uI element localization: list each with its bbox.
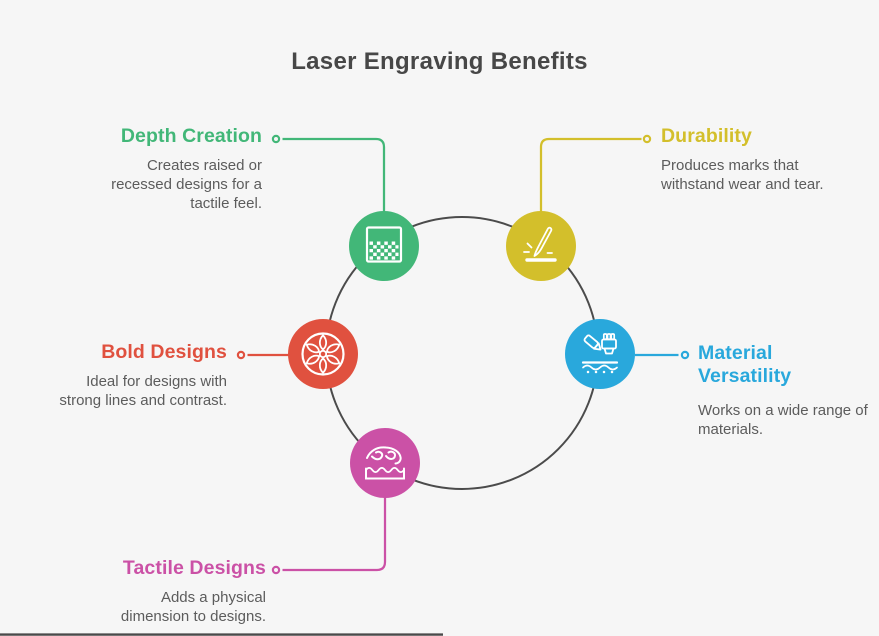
durability-dot xyxy=(642,134,652,144)
depth-creation-node xyxy=(349,211,419,281)
tactile-designs-label: Tactile Designs xyxy=(122,557,266,579)
bold-designs-description: Ideal for designs with strong lines and … xyxy=(59,373,227,409)
rosette-icon xyxy=(301,332,345,376)
hand-touch-icon xyxy=(365,446,405,480)
bold-designs-circle xyxy=(288,319,358,389)
durability-description: Produces marks that withstand wear and t… xyxy=(661,157,824,193)
bold-designs-label: Bold Designs xyxy=(101,341,227,363)
tactile-designs-description: Adds a physical dimension to designs. xyxy=(120,589,266,625)
connector-dots xyxy=(236,134,690,575)
bold-designs-node xyxy=(288,319,358,389)
halftone-depth-icon xyxy=(365,226,403,263)
material-versatility-node xyxy=(565,319,635,389)
material-versatility-label: Material Versatility xyxy=(698,342,792,387)
scratch-knife-icon xyxy=(523,226,557,262)
depth-creation-dot xyxy=(271,134,281,144)
tactile-designs-connector xyxy=(282,497,387,572)
engraver-tool-icon xyxy=(581,333,619,374)
material-versatility-description: Works on a wide range of materials. xyxy=(698,402,868,438)
connector-lines xyxy=(247,137,679,572)
durability-label: Durability xyxy=(661,125,752,147)
depth-creation-description: Creates raised or recessed designs for a… xyxy=(111,157,262,212)
durability-node xyxy=(506,211,576,281)
tactile-designs-dot xyxy=(271,565,281,575)
tactile-designs-circle xyxy=(350,428,420,498)
material-versatility-dot xyxy=(680,350,690,360)
durability-circle xyxy=(506,211,576,281)
tactile-designs-node xyxy=(350,428,420,498)
material-versatility-circle xyxy=(565,319,635,389)
durability-connector xyxy=(539,137,642,212)
bold-designs-dot xyxy=(236,350,246,360)
depth-creation-connector xyxy=(282,137,386,212)
depth-creation-label: Depth Creation xyxy=(120,125,262,147)
page-title: Laser Engraving Benefits xyxy=(291,48,588,75)
